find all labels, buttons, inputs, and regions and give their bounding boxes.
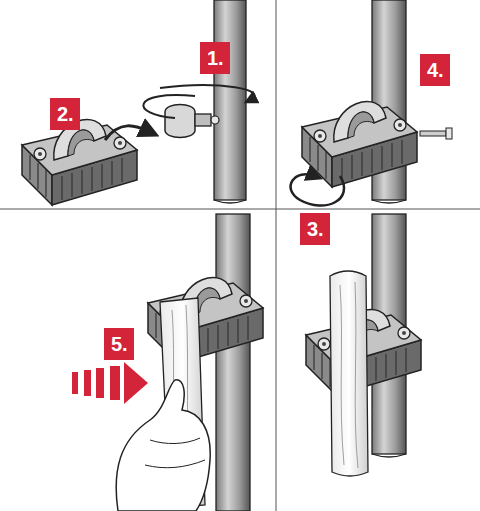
push-arrow: [72, 362, 148, 404]
callout-number: 3.: [300, 213, 330, 245]
screw: [420, 128, 452, 139]
step-one: [22, 0, 254, 205]
step-three: [72, 214, 263, 511]
callout-number: 1.: [200, 42, 230, 74]
callout-number: 4.: [420, 54, 450, 86]
callout-number: 2.: [50, 98, 80, 130]
step-four: [306, 214, 421, 476]
callout-number: 5.: [104, 328, 134, 360]
step-two: [291, 0, 452, 206]
